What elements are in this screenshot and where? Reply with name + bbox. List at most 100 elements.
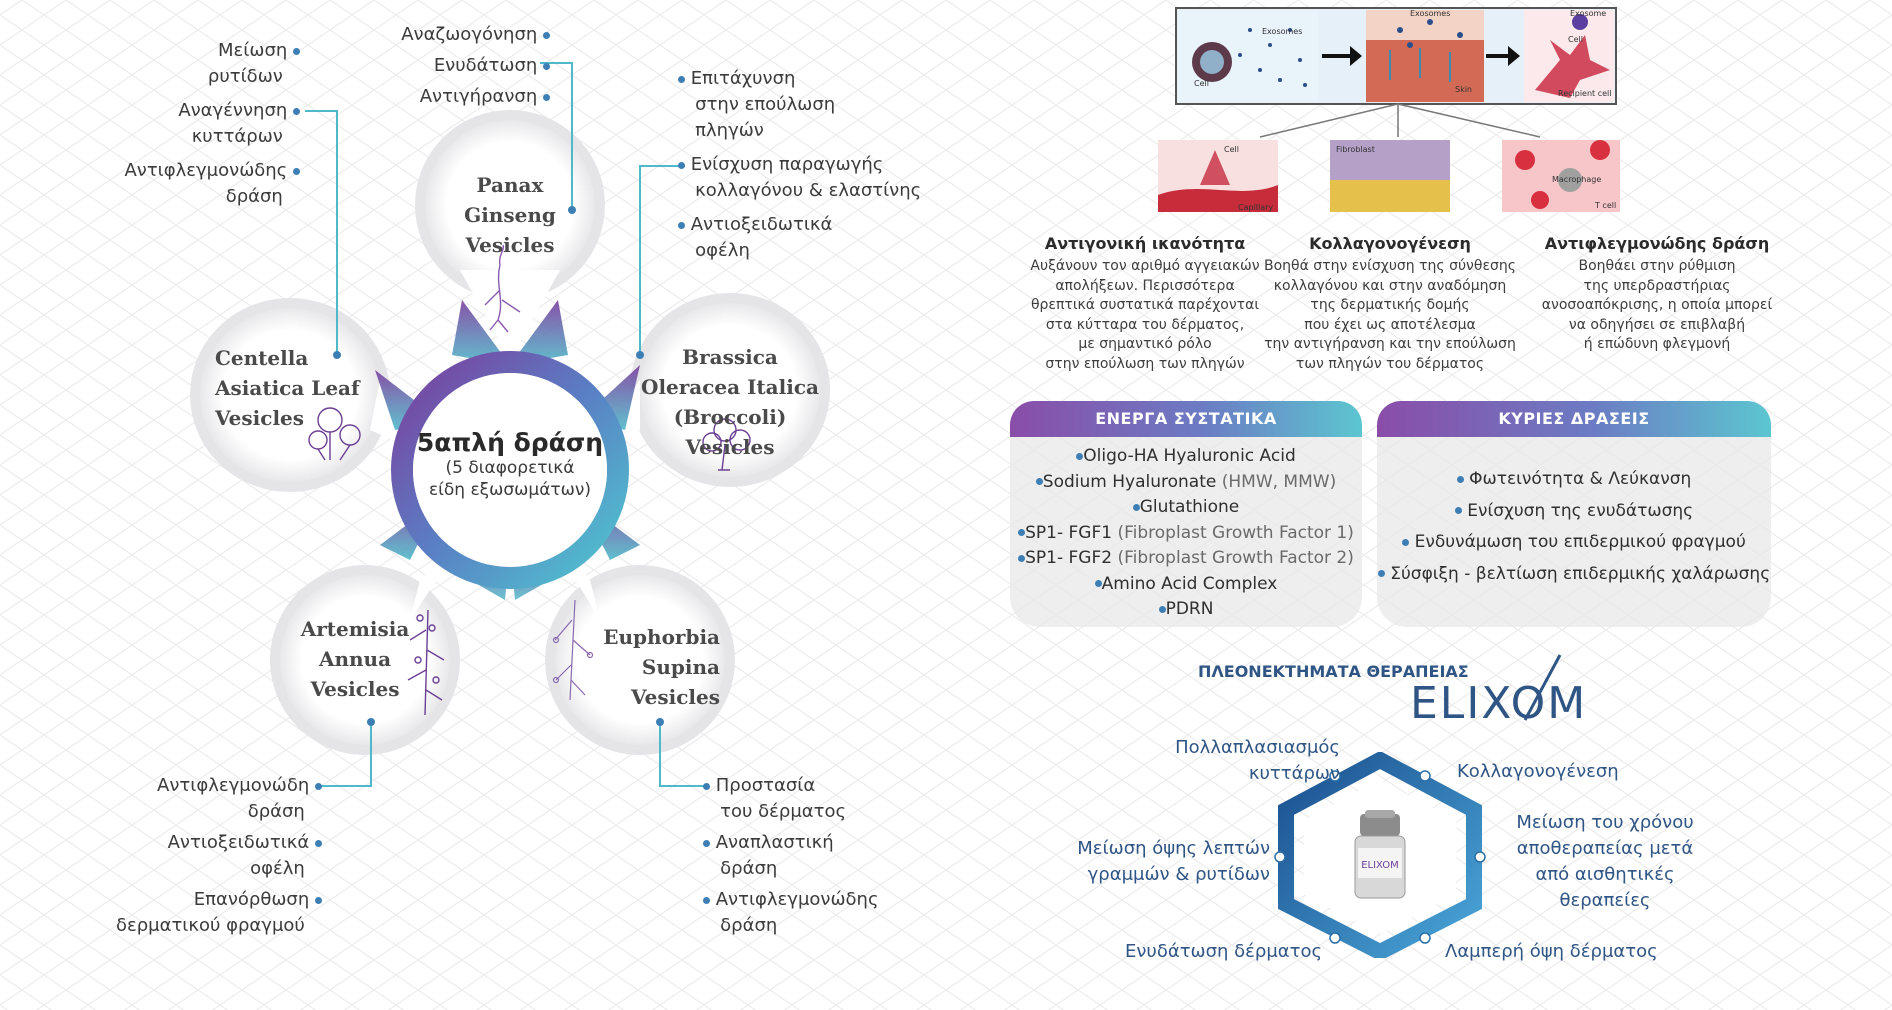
label-cell-1: Cell xyxy=(1194,79,1209,88)
advantage-radiant-skin: Λαμπερή όψη δέρματος xyxy=(1445,941,1658,962)
flower-diagram xyxy=(190,62,830,787)
label-cell-2: Cell xyxy=(1568,35,1583,44)
benefit-item: Αντιφλεγμονώδη δράση xyxy=(100,773,322,825)
petal-line: Vesicles xyxy=(215,406,305,430)
label-recipient-cell: Recipient cell xyxy=(1558,89,1611,98)
benefits-artemisia: Αντιφλεγμονώδη δράση Αντιοξειδωτικά οφέλ… xyxy=(100,773,322,939)
connector-dots xyxy=(333,206,664,726)
benefit-item: Αναγέννηση κυττάρων xyxy=(100,98,300,150)
label-exosomes-2: Exosomes xyxy=(1410,9,1450,18)
benefit-item: Αντιοξειδωτικά οφέλη xyxy=(100,830,322,882)
centella-illustration xyxy=(308,407,361,461)
benefits-panax: Αναζωογόνηση Ενυδάτωση Αντιγήρανση xyxy=(380,19,550,112)
petal-line: (Broccoli) Vesicles xyxy=(673,405,787,459)
label-cell-3: Cell xyxy=(1224,145,1239,154)
action-item: Ενδυνάμωση του επιδερμικού φραγμού xyxy=(1377,527,1771,559)
benefit-item: Ενίσχυση παραγωγής κολλαγόνου & ελαστίνη… xyxy=(678,152,938,204)
ingredients-list: Oligo-HA Hyaluronic Acid Sodium Hyaluron… xyxy=(1010,444,1362,623)
advantage-skin-hydration: Ενυδάτωση δέρματος xyxy=(1125,941,1323,962)
ingredients-card xyxy=(1010,401,1362,627)
exosome-figure: Exosomes Cell Exosomes Skin Exosome Cell… xyxy=(1158,7,1620,212)
center-ring xyxy=(391,351,629,589)
brand-logo-mark xyxy=(1523,654,1562,721)
petal-line: Panax xyxy=(476,173,544,197)
artemisia-illustration xyxy=(407,609,445,716)
petal-line: Brassica xyxy=(682,345,778,369)
center-label: 5απλή δράση (5 διαφορετικά είδη εξωσωμάτ… xyxy=(415,428,605,501)
benefit-item: Επιτάχυνση στην επούλωση πληγών xyxy=(678,66,938,144)
benefits-brassica: Επιτάχυνση στην επούλωση πληγών Ενίσχυση… xyxy=(678,66,938,264)
petal-label-artemisia: Artemisia Annua Vesicles xyxy=(300,614,410,704)
benefits-centella: Μείωση ρυτίδων Αναγέννηση κυττάρων Αντιφ… xyxy=(100,38,300,210)
brand-logo: ELIXOM xyxy=(1410,678,1588,729)
label-exosomes-1: Exosomes xyxy=(1262,27,1302,36)
actions-card xyxy=(1377,401,1771,627)
petal-label-euphorbia: Euphorbia Supina Vesicles xyxy=(590,622,720,712)
label-capillary: Capillary xyxy=(1238,203,1273,212)
petal-line: Vesicles xyxy=(465,233,555,257)
benefit-item: Αναζωογόνηση xyxy=(380,19,550,50)
center-title: 5απλή δράση xyxy=(416,428,604,457)
ingredient-item: SP1- FGF2 (Fibroplast Growth Factor 2) xyxy=(1010,546,1362,572)
ginseng-illustration xyxy=(484,244,521,333)
mechanism-title: Αντιφλεγμονώδης δράση xyxy=(1544,234,1770,253)
advantage-collagenesis: Κολλαγονογένεση xyxy=(1457,761,1619,782)
petal-euphorbia xyxy=(545,565,735,755)
petal-artemisia xyxy=(270,565,460,755)
petal-line: Oleracea Italica xyxy=(641,375,819,399)
ingredient-item: Sodium Hyaluronate (HMW, MMW) xyxy=(1010,470,1362,496)
petal-line: Euphorbia xyxy=(603,625,720,649)
label-fibroblast: Fibroblast xyxy=(1336,145,1375,154)
petal-line: Asiatica Leaf xyxy=(215,376,360,400)
advantages-title: ΠΛΕΟΝΕΚΤΗΜΑΤΑ ΘΕΡΑΠΕΙΑΣ xyxy=(1198,662,1469,681)
center-subtitle-2: είδη εξωσωμάτων) xyxy=(428,480,592,500)
mechanism-title: Κολλαγονογένεση xyxy=(1309,234,1471,253)
mechanism-anti-inflammatory: Αντιφλεγμονώδης δράση Βοηθάει στην ρύθμι… xyxy=(1522,234,1792,355)
connector-lines xyxy=(305,62,705,787)
petal-line: Ginseng xyxy=(464,203,556,227)
petal-line: Vesicles xyxy=(310,677,400,701)
actions-header: ΚΥΡΙΕΣ ΔΡΑΣΕΙΣ xyxy=(1377,401,1771,437)
benefits-euphorbia: Προστασία του δέρματος Αναπλαστική δράση… xyxy=(703,773,923,939)
petal-line: Annua xyxy=(318,647,392,671)
petal-line: Supina xyxy=(641,655,720,679)
label-t-cell: T cell xyxy=(1594,201,1616,210)
label-macrophage: Macrophage xyxy=(1552,175,1601,184)
benefit-item: Αντιφλεγμονώδης δράση xyxy=(100,158,300,210)
ingredient-item: PDRN xyxy=(1010,597,1362,623)
action-item: Φωτεινότητα & Λεύκανση xyxy=(1377,464,1771,496)
center-subtitle-1: (5 διαφορετικά xyxy=(445,458,575,478)
mechanism-collagen: Κολλαγονογένεση Βοηθά στην ενίσχυση της … xyxy=(1240,234,1540,374)
petal-label-centella: Centella Asiatica Leaf Vesicles xyxy=(215,343,375,433)
advantages-hexagon: ELIXOM xyxy=(1274,752,1486,958)
petal-label-panax: Panax Ginseng Vesicles xyxy=(445,170,575,260)
ingredients-header: ΕΝΕΡΓΑ ΣΥΣΤΑΤΙΚΑ xyxy=(1010,401,1362,437)
benefit-item: Ενυδάτωση xyxy=(380,50,550,81)
petal-line: Artemisia xyxy=(300,617,410,641)
mechanism-angiogenic: Αντιγονική ικανότητα Αυξάνουν τον αριθμό… xyxy=(1005,234,1285,374)
label-skin: Skin xyxy=(1455,85,1472,94)
petal-line: Centella xyxy=(215,346,309,370)
mechanism-title: Αντιγονική ικανότητα xyxy=(1044,234,1246,253)
benefit-item: Επανόρθωση δερματικού φραγμού xyxy=(100,887,322,939)
benefit-item: Αναπλαστική δράση xyxy=(703,830,923,882)
ingredient-item: SP1- FGF1 (Fibroplast Growth Factor 1) xyxy=(1010,521,1362,547)
product-vial: ELIXOM xyxy=(1354,810,1406,899)
ingredient-item: Oligo-HA Hyaluronic Acid xyxy=(1010,444,1362,470)
ingredient-item: Glutathione xyxy=(1010,495,1362,521)
action-item: Ενίσχυση της ενυδάτωσης xyxy=(1377,496,1771,528)
benefit-item: Προστασία του δέρματος xyxy=(703,773,923,825)
benefit-item: Αντιγήρανση xyxy=(380,81,550,112)
euphorbia-illustration xyxy=(552,599,594,701)
benefit-item: Αντιοξειδωτικά οφέλη xyxy=(678,212,938,264)
ingredient-item: Amino Acid Complex xyxy=(1010,572,1362,598)
action-item: Σύσφιξη - βελτίωση επιδερμικής χαλάρωσης xyxy=(1377,559,1771,591)
petal-label-brassica: Brassica Oleracea Italica (Broccoli) Ves… xyxy=(635,342,825,462)
svg-text:ELIXOM: ELIXOM xyxy=(1361,860,1399,871)
